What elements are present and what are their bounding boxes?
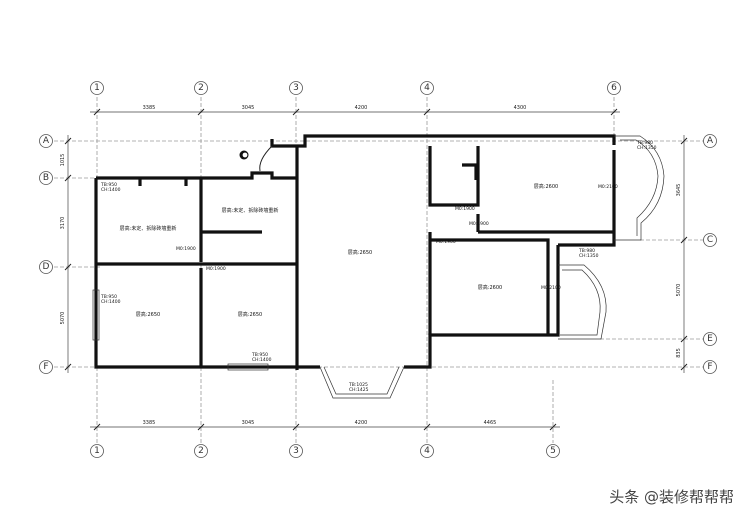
door-label: M0:1900 [176, 246, 196, 252]
axis-bubble-bottom-3 [289, 444, 303, 458]
axis-bubble-bottom-2 [194, 444, 208, 458]
axis-label-right-e: E [707, 334, 713, 344]
window-south-mid [227, 363, 269, 371]
axis-bubble-top-2 [194, 81, 208, 95]
axis-bubble-left-d [39, 260, 53, 274]
dim-right-3: 835 [676, 348, 682, 358]
axis-label-right-c: C [707, 235, 713, 245]
door-label: M0:1900 [206, 266, 226, 272]
opening-label: CH:1425 [349, 387, 369, 393]
axis-bubble-right-a [703, 134, 717, 148]
axis-label-bottom-5: 5 [550, 446, 556, 456]
dim-left-1: 1015 [60, 154, 66, 167]
bay-window-south [319, 366, 405, 399]
axis-label-bottom-3: 3 [293, 446, 299, 456]
axis-label-right-f: F [707, 362, 712, 372]
axis-label-top-2: 2 [198, 83, 204, 93]
axis-label-top-6: 6 [611, 83, 617, 93]
axis-bubble-right-f [703, 360, 717, 374]
dim-bottom-4: 4465 [484, 420, 497, 426]
walls [94, 134, 616, 370]
axis-label-top-4: 4 [424, 83, 430, 93]
axis-label-bottom-1: 1 [94, 446, 100, 456]
door-label: M0:1900 [455, 206, 475, 212]
dim-right-1: 3645 [676, 184, 682, 197]
axis-bubble-right-e [703, 332, 717, 346]
bay-window-east [614, 135, 665, 241]
room-label: 层高:未定、拆除砖墙重新 [120, 225, 177, 232]
axis-bubble-bottom-5 [546, 444, 560, 458]
axis-bubble-left-b [39, 171, 53, 185]
dim-right-2: 5070 [676, 284, 682, 297]
opening-label: CH:1350 [579, 253, 599, 259]
axis-bubble-top-1 [90, 81, 104, 95]
axis-bubble-top-6 [607, 81, 621, 95]
dim-left-2: 3170 [60, 217, 66, 230]
opening-label: TB:950 [100, 182, 117, 188]
axis-label-right-a: A [707, 136, 714, 146]
room-label: 层高:未定、拆除砖墙重新 [222, 207, 279, 214]
opening-label: TB:1025 [348, 382, 368, 388]
dim-bottom-1: 3385 [143, 420, 156, 426]
opening-label: CH:1350 [637, 145, 657, 151]
door-swing [259, 145, 273, 172]
axis-label-bottom-2: 2 [198, 446, 204, 456]
axis-label-left-a: A [43, 136, 50, 146]
axis-label-bottom-4: 4 [424, 446, 430, 456]
opening-label: TB:980 [578, 248, 595, 254]
axis-bubble-top-4 [420, 81, 434, 95]
dim-top-2: 3045 [242, 105, 255, 111]
dim-top-1: 3385 [143, 105, 156, 111]
dim-bottom-2: 3045 [242, 420, 255, 426]
door-label: M0:2100 [541, 285, 561, 291]
axis-bubble-top-3 [289, 81, 303, 95]
axis-label-top-3: 3 [293, 83, 299, 93]
dim-left-3: 5070 [60, 312, 66, 325]
door-label: M0:2100 [598, 184, 618, 190]
axis-bubble-bottom-1 [90, 444, 104, 458]
opening-label: TB:950 [251, 352, 268, 358]
dim-bottom-3: 4200 [355, 420, 368, 426]
opening-label: CH:1400 [101, 299, 121, 305]
door-label: M0:1900 [436, 239, 456, 245]
opening-label: TB:950 [100, 294, 117, 300]
opening-label: TB:980 [636, 140, 653, 146]
window-west [92, 289, 100, 341]
room-label: 层高:2650 [136, 311, 160, 318]
axis-label-left-d: D [43, 262, 50, 272]
opening-label: CH:1400 [252, 357, 272, 363]
bay-window-east-lower [558, 264, 607, 340]
axis-label-left-f: F [43, 362, 48, 372]
room-label: 层高:2600 [478, 284, 502, 291]
axis-bubble-bottom-4 [420, 444, 434, 458]
dim-top-4: 4300 [514, 105, 527, 111]
watermark: 头条 @装修帮帮帮 [609, 488, 734, 506]
axis-label-top-1: 1 [94, 83, 100, 93]
room-label: 层高:2650 [238, 311, 262, 318]
room-label: 层高:2600 [534, 183, 558, 190]
opening-label: CH:1400 [101, 187, 121, 193]
door-label: M0:1900 [469, 221, 489, 227]
room-label: 层高:2650 [348, 249, 372, 256]
axis-bubble-right-c [703, 233, 717, 247]
axis-bubble-left-a [39, 134, 53, 148]
dim-top-3: 4200 [355, 105, 368, 111]
axis-bubble-left-f [39, 360, 53, 374]
axis-label-left-b: B [43, 173, 49, 183]
